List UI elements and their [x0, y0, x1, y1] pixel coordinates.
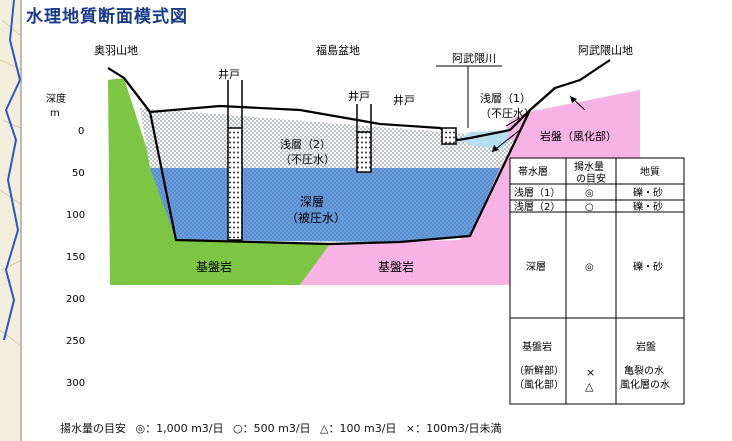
row1-yield: ◎: [585, 188, 594, 199]
label-fukushima-basin: 福島盆地: [316, 43, 360, 57]
label-abukuma-river: 阿武隈川: [452, 52, 496, 65]
basement-left-area: [108, 78, 330, 285]
deep-sublabel: （被圧水）: [286, 211, 346, 225]
well-label-center: 井戸: [348, 89, 370, 103]
well-right: [441, 127, 457, 145]
row3-yield: ◎: [585, 262, 594, 273]
aquifer-table: 帯水層 揚水量 の目安 地質 浅層（1） ◎ 礫・砂 浅層（2） ○ 礫・砂 深…: [509, 157, 685, 405]
yield-legend: 揚水量の目安 ◎：1,000 m3/日 ○：500 m3/日 △：100 m3/…: [60, 420, 508, 436]
well-label-left: 井戸: [218, 67, 240, 81]
table-header-geology: 地質: [640, 165, 660, 178]
basement-right-label: 基盤岩: [378, 259, 414, 274]
basement-geology-2: 亀裂の水: [624, 364, 664, 377]
shallow2-sublabel: （不圧水）: [280, 153, 335, 166]
basin-outline: [123, 77, 556, 246]
label-abukuma-mountains: 阿武隈山地: [578, 44, 633, 57]
depth-tick-50: 50: [72, 168, 85, 179]
depth-tick-250: 250: [66, 336, 85, 347]
map-strip: [0, 0, 22, 441]
basement-yield-1: ×: [586, 366, 595, 379]
deep-label: 深層: [300, 195, 324, 209]
deep-aquifer: [150, 168, 500, 242]
row2-geology: 礫・砂: [633, 200, 663, 213]
shallow2-label: 浅層（2）: [280, 138, 331, 151]
legend-title: 揚水量の目安: [60, 422, 126, 435]
shallow1-label: 浅層（1）: [480, 92, 531, 105]
legend-item-1000: ◎：1,000 m3/日: [135, 422, 224, 435]
basement-aquifer-3: （風化部）: [514, 378, 564, 391]
basement-aquifer-2: （新鮮部）: [514, 364, 564, 377]
well-label-right: 井戸: [393, 93, 415, 107]
river-water: [458, 130, 510, 150]
row3-geology: 礫・砂: [633, 260, 663, 273]
rock-weathered-label: 岩盤（風化部）: [540, 129, 617, 143]
basement-aquifer-1: 基盤岩: [522, 340, 552, 353]
depth-tick-300: 300: [66, 378, 85, 389]
table-header-aquifer: 帯水層: [518, 165, 548, 178]
basement-geology-3: 風化層の水: [620, 378, 670, 391]
legend-item-under100: ×：100m3/日未満: [405, 422, 502, 435]
well-center: [356, 131, 372, 173]
table-header-yield-line1: 揚水量: [574, 160, 604, 173]
depth-axis-label: 深度: [46, 92, 66, 105]
depth-tick-0: 0: [78, 126, 84, 137]
legend-item-500: ○：500 m3/日: [233, 422, 311, 435]
row1-geology: 礫・砂: [633, 186, 663, 199]
row2-aquifer: 浅層（2）: [514, 200, 560, 213]
depth-tick-100: 100: [66, 210, 85, 221]
label-ouu-mountains: 奥羽山地: [94, 43, 138, 57]
row3-aquifer: 深層: [526, 261, 546, 273]
depth-tick-150: 150: [66, 252, 85, 263]
well-left: [227, 127, 243, 241]
depth-tick-200: 200: [66, 294, 85, 305]
basement-left-label: 基盤岩: [196, 259, 232, 274]
table-header-yield: 揚水量 の目安: [574, 160, 607, 185]
page-title: 水理地質断面模式図: [26, 7, 188, 27]
shallow1-sublabel: （不圧水）: [480, 107, 535, 120]
row1-aquifer: 浅層（1）: [514, 186, 560, 199]
table-header-yield-line2: の目安: [576, 172, 606, 185]
legend-item-100: △：100 m3/日: [320, 422, 397, 435]
basement-geology-1: 岩盤: [636, 340, 656, 353]
basement-yield-2: △: [585, 380, 594, 393]
depth-axis-unit: m: [50, 108, 60, 119]
row2-yield: ○: [585, 202, 594, 213]
